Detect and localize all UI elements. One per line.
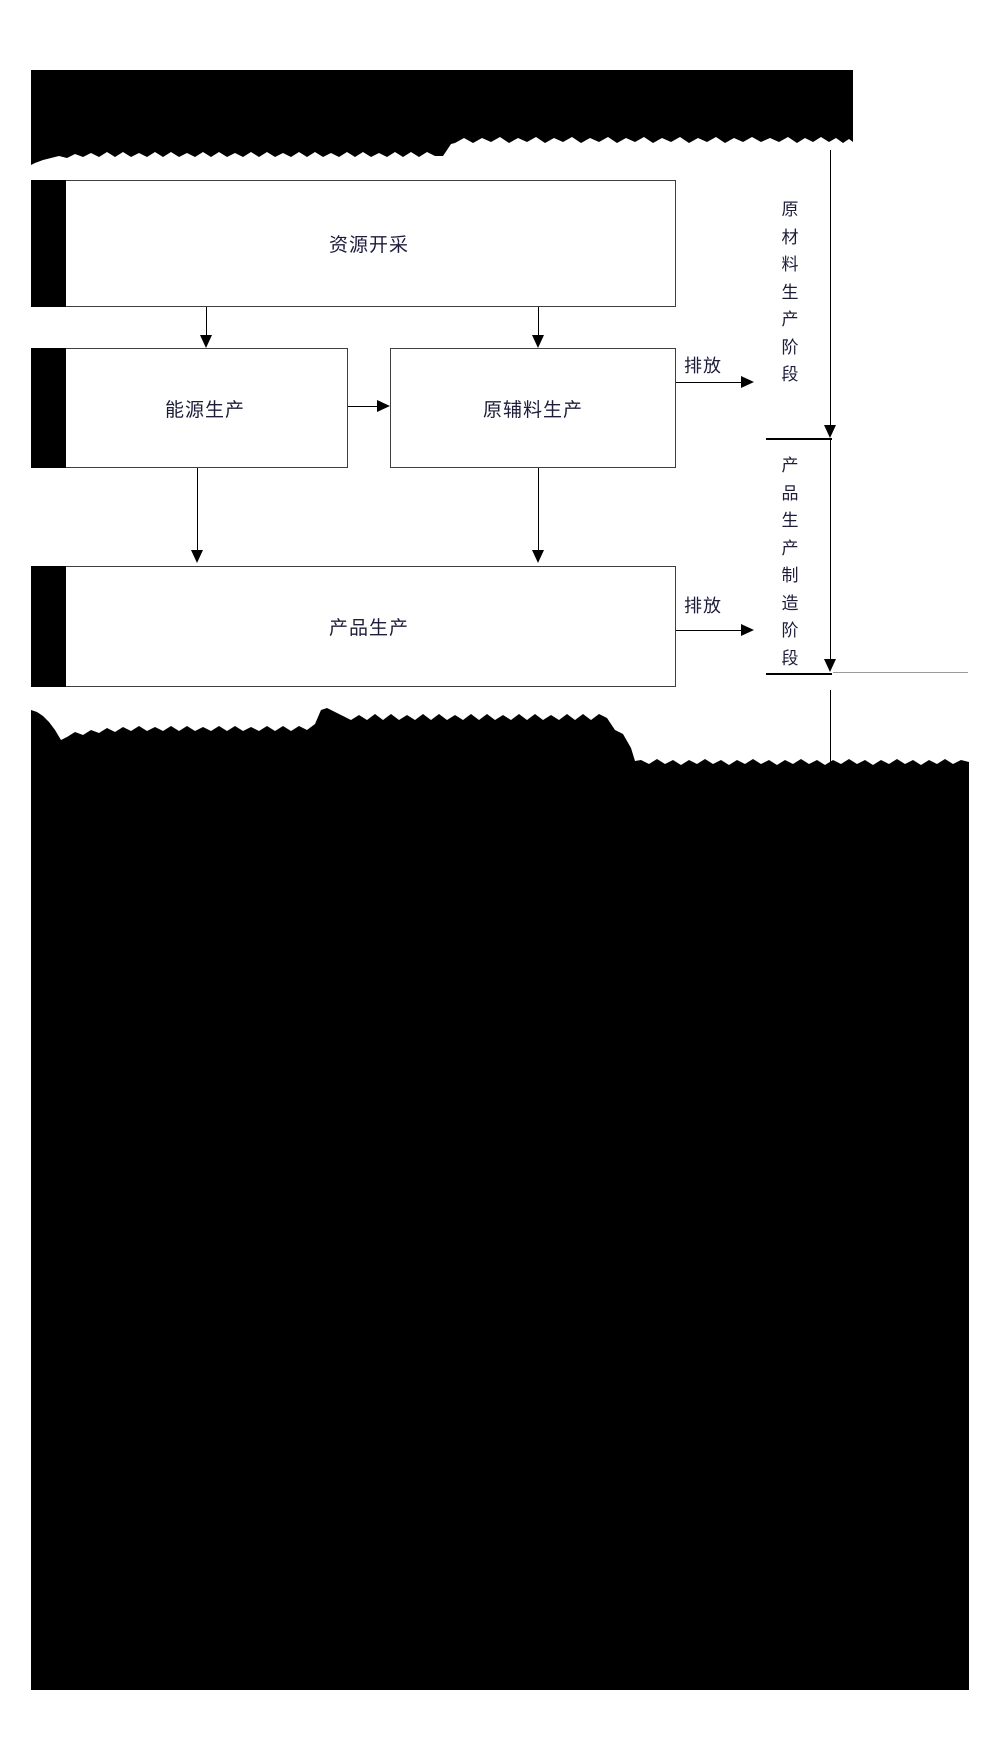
stage-spine-continuation <box>830 690 831 770</box>
connector-rawmaterial-to-product <box>538 468 539 552</box>
arrowhead-resource-to-rawmaterial <box>532 335 544 348</box>
redacted-top-block <box>31 70 853 165</box>
arrowhead-rawmaterial-to-product <box>532 550 544 563</box>
redacted-left-strip-3 <box>31 566 66 687</box>
stage-label-raw-material: 原材料生产阶段 <box>781 200 799 385</box>
arrowhead-rawmaterial-emission <box>741 376 754 388</box>
stage-spine-upper <box>830 150 831 428</box>
connector-resource-to-energy <box>206 307 207 337</box>
arrowhead-energy-to-rawmaterial <box>377 400 390 412</box>
connector-energy-to-product <box>197 468 198 552</box>
stage-label-product-manufacturing: 产品生产制造阶段 <box>781 456 799 668</box>
box-product-production-label: 产品生产 <box>328 618 409 639</box>
arrowhead-stage-lower <box>824 659 836 672</box>
connector-energy-to-rawmaterial <box>348 406 378 407</box>
connector-product-emission <box>676 630 742 631</box>
redacted-top-block-shape <box>31 70 853 165</box>
stage-divider-lower <box>766 673 832 675</box>
box-energy-production-label: 能源生产 <box>164 399 245 421</box>
redacted-left-strip-1 <box>31 180 66 307</box>
box-resource-extraction[interactable]: 资源开采 <box>62 180 676 307</box>
arrowhead-stage-upper <box>824 425 836 438</box>
box-resource-extraction-label: 资源开采 <box>328 235 409 256</box>
connector-rawmaterial-emission <box>676 382 742 383</box>
edge-label-emission-raw: 排放 <box>684 356 722 376</box>
box-raw-material-production-label: 原辅料生产 <box>482 399 583 421</box>
redacted-bottom-block <box>31 690 969 1690</box>
edge-label-emission-product: 排放 <box>684 596 722 616</box>
redacted-bottom-block-shape <box>31 708 969 1690</box>
stage-spine-lower <box>830 438 831 662</box>
stage-divider-lower-extension <box>833 672 968 673</box>
box-energy-production[interactable]: 能源生产 <box>62 348 348 468</box>
redacted-left-strip-2 <box>31 348 66 468</box>
box-raw-material-production[interactable]: 原辅料生产 <box>390 348 676 468</box>
connector-resource-to-rawmaterial <box>538 307 539 337</box>
arrowhead-product-emission <box>741 624 754 636</box>
arrowhead-energy-to-product <box>191 550 203 563</box>
stage-divider-upper <box>766 438 832 440</box>
box-product-production[interactable]: 产品生产 <box>62 566 676 687</box>
arrowhead-resource-to-energy <box>200 335 212 348</box>
